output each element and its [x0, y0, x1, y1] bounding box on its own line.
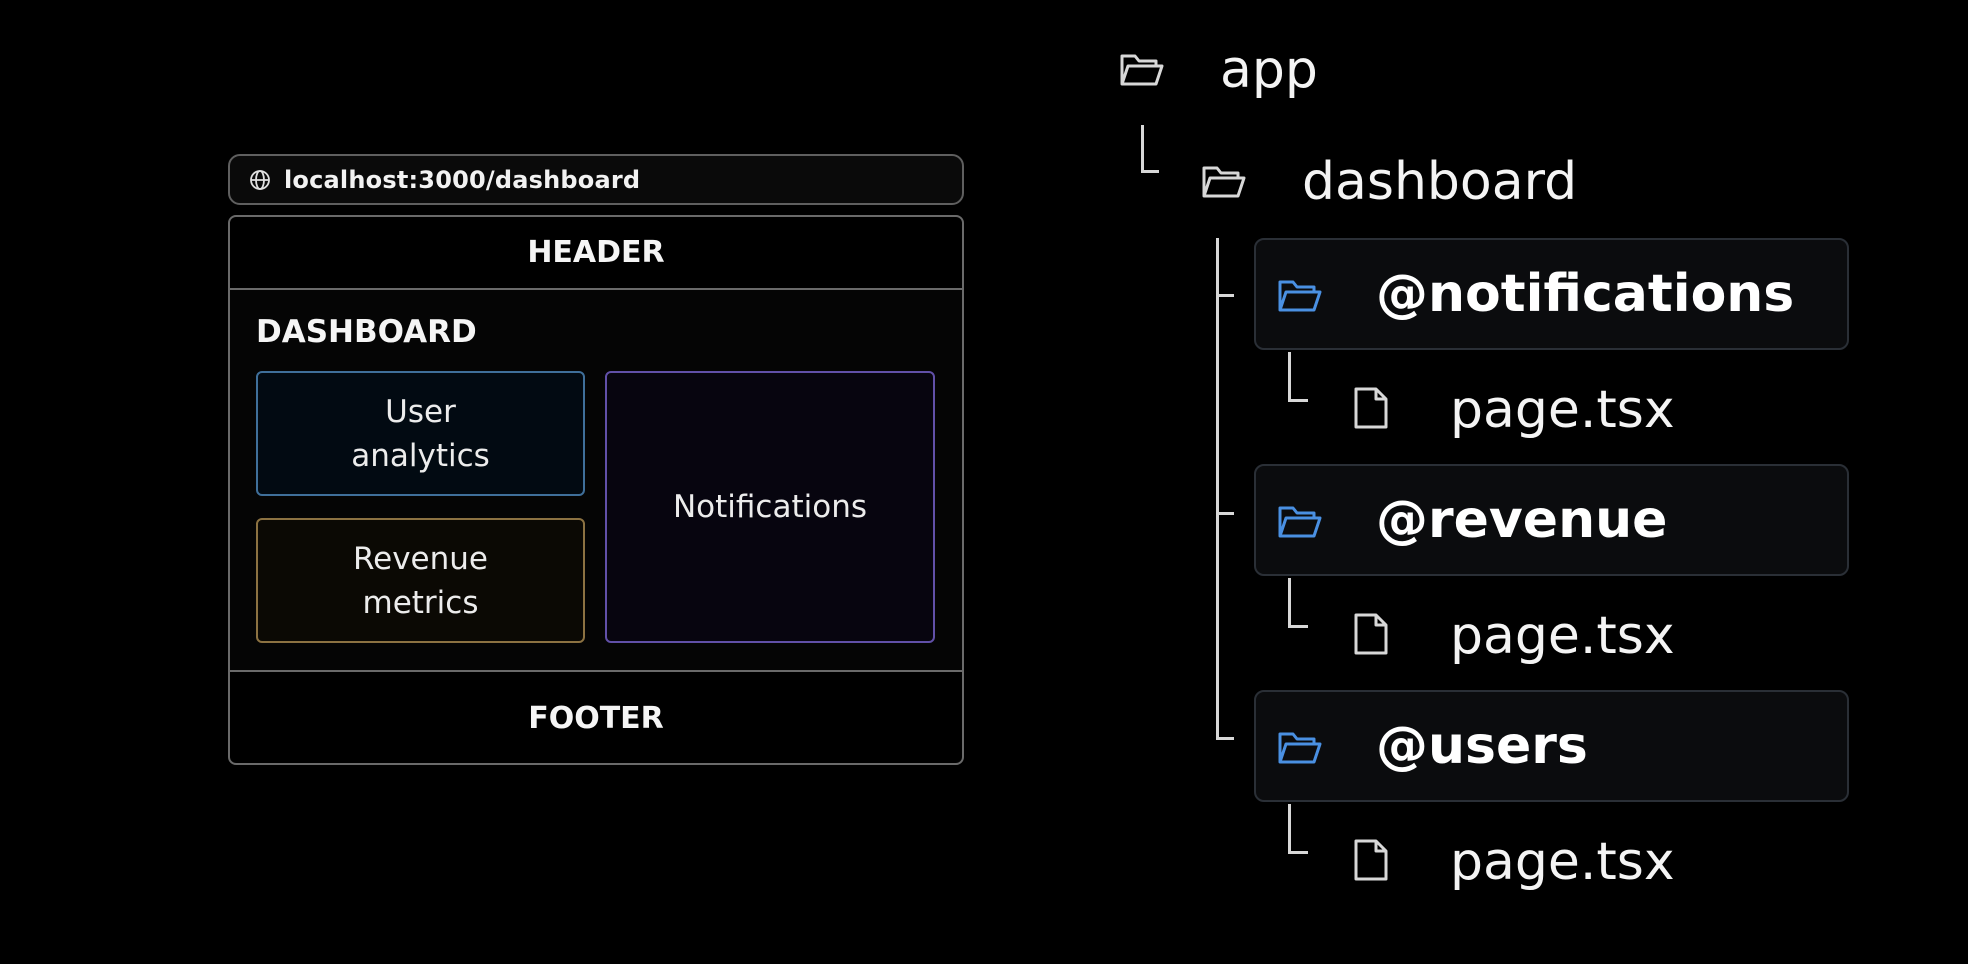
folder-open-icon — [1278, 280, 1322, 312]
tree-slot-notifications-label: @notifications — [1376, 264, 1795, 324]
tree-slot-revenue-label: @revenue — [1376, 490, 1668, 550]
tree-slot-users-label: @users — [1376, 716, 1588, 776]
slot-revenue-metrics: Revenue metrics — [256, 518, 585, 643]
tree-slot-revenue — [1254, 464, 1849, 576]
tree-file-notifications-page: page.tsx — [1450, 380, 1675, 440]
tree-connector — [1216, 512, 1234, 515]
folder-open-icon — [1202, 166, 1246, 198]
layout-header: HEADER — [527, 234, 665, 270]
file-icon — [1354, 839, 1388, 881]
slot-notifications-label: Notifications — [672, 489, 868, 525]
slot-notifications: Notifications — [605, 371, 935, 643]
footer-divider — [230, 670, 962, 672]
tree-file-revenue-page: page.tsx — [1450, 606, 1675, 666]
tree-connector — [1288, 352, 1291, 402]
slot-user-analytics: User analytics — [256, 371, 585, 496]
tree-connector — [1288, 578, 1291, 628]
slot-user-analytics-label: User analytics — [351, 393, 490, 474]
folder-open-icon — [1278, 506, 1322, 538]
tree-node-app: app — [1220, 40, 1318, 100]
tree-connector — [1288, 851, 1308, 854]
tree-node-dashboard: dashboard — [1302, 152, 1578, 212]
file-icon — [1354, 613, 1388, 655]
globe-icon — [250, 169, 270, 190]
header-divider — [230, 288, 962, 290]
url-bar[interactable]: localhost:3000/dashboard — [228, 154, 964, 205]
tree-connector — [1141, 125, 1144, 173]
tree-slot-users — [1254, 690, 1849, 802]
url-text: localhost:3000/dashboard — [284, 165, 641, 194]
tree-connector — [1288, 399, 1308, 402]
tree-slot-notifications — [1254, 238, 1849, 350]
tree-connector — [1216, 737, 1234, 740]
tree-connector — [1216, 238, 1219, 740]
tree-connector — [1288, 625, 1308, 628]
file-icon — [1354, 387, 1388, 429]
slot-revenue-metrics-label: Revenue metrics — [352, 540, 488, 621]
tree-connector — [1141, 170, 1159, 173]
folder-open-icon — [1278, 732, 1322, 764]
dashboard-title: DASHBOARD — [256, 314, 477, 350]
folder-open-icon — [1120, 54, 1164, 86]
layout-footer: FOOTER — [528, 701, 664, 736]
tree-connector — [1288, 804, 1291, 854]
tree-file-users-page: page.tsx — [1450, 832, 1675, 892]
tree-connector — [1216, 294, 1234, 297]
